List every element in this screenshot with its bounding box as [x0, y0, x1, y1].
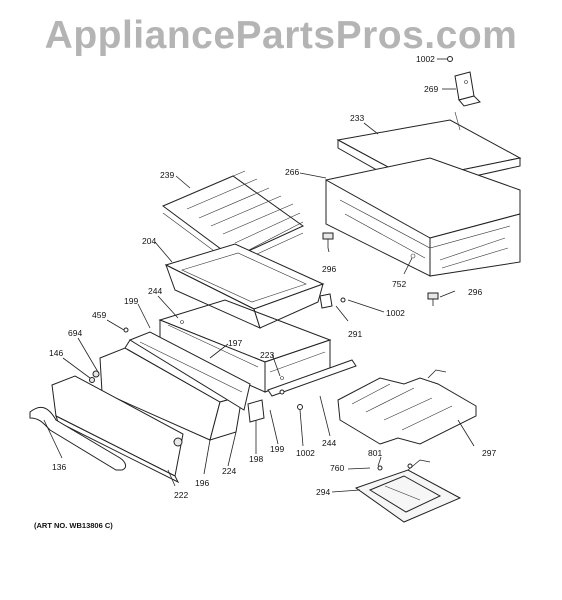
label-269: 269 — [424, 84, 438, 94]
label-291: 291 — [348, 329, 362, 339]
label-244: 244 — [148, 286, 162, 296]
label-223: 223 — [260, 350, 274, 360]
part-204-broiler-pan — [164, 243, 325, 329]
label-296: 296 — [322, 264, 336, 274]
label-198: 198 — [249, 454, 263, 464]
label-752: 752 — [392, 279, 406, 289]
part-244-slide-rail — [247, 293, 357, 423]
label-297: 297 — [482, 448, 496, 458]
label-239: 239 — [160, 170, 174, 180]
label-459: 459 — [92, 310, 106, 320]
part-224-side-panel — [128, 331, 251, 411]
label-296: 296 — [468, 287, 482, 297]
label-1002: 1002 — [386, 308, 405, 318]
label-196: 196 — [195, 478, 209, 488]
label-760: 760 — [330, 463, 344, 473]
label-801: 801 — [368, 448, 382, 458]
art-number: (ART NO. WB13806 C) — [34, 521, 113, 530]
label-224: 224 — [222, 466, 236, 476]
leader-lines — [43, 58, 475, 493]
label-197: 197 — [228, 338, 242, 348]
label-136: 136 — [52, 462, 66, 472]
label-694: 694 — [68, 328, 82, 338]
part-297-bake-element — [337, 369, 477, 445]
label-204: 204 — [142, 236, 156, 246]
label-199: 199 — [270, 444, 284, 454]
watermark-text: AppliancePartsPros.com — [44, 14, 518, 57]
label-294: 294 — [316, 487, 330, 497]
label-1002: 1002 — [296, 448, 315, 458]
label-146: 146 — [49, 348, 63, 358]
label-222: 222 — [174, 490, 188, 500]
label-266: 266 — [285, 167, 299, 177]
label-244: 244 — [322, 438, 336, 448]
part-269-bracket — [447, 56, 481, 107]
part-296-screws — [322, 232, 439, 306]
label-199: 199 — [124, 296, 138, 306]
label-1002: 1002 — [416, 54, 435, 64]
label-233: 233 — [350, 113, 364, 123]
part-136-handle — [29, 406, 127, 471]
part-fasteners — [89, 327, 129, 383]
part-266-broiler-frame — [325, 157, 521, 277]
part-294-broil-element — [354, 459, 462, 523]
part-222-drawer-front — [51, 375, 184, 484]
